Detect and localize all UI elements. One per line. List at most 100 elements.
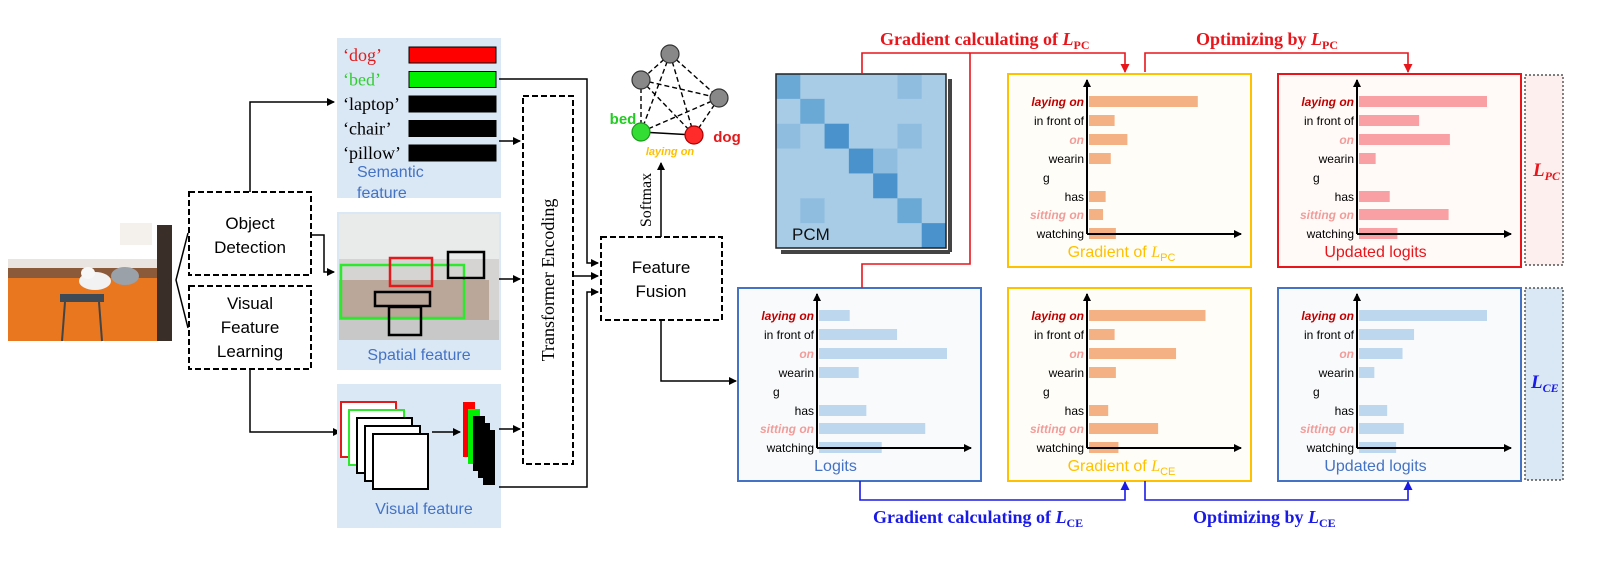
predicate-label: sitting on xyxy=(1300,422,1354,436)
loss-ce-box: LCE xyxy=(1524,287,1564,481)
pcm-cell xyxy=(800,98,826,125)
chart-bar xyxy=(1089,191,1106,202)
pcm-cell xyxy=(921,98,947,125)
opt-pc-arrow-label: Optimizing by LPC xyxy=(1196,29,1338,52)
predicate-label: on xyxy=(1069,133,1084,147)
loss-pc-box: LPC xyxy=(1524,74,1564,266)
predicate-label: laying on xyxy=(1301,309,1354,323)
visual-feature-panel: Visual feature xyxy=(337,384,501,528)
chart-bar xyxy=(1359,405,1388,416)
chart-caption: Gradient of LCE xyxy=(1068,458,1176,478)
predicate-label: watching xyxy=(1036,441,1084,455)
bypass-connectors xyxy=(499,78,599,488)
predicate-label: in front of xyxy=(1304,114,1355,128)
chart-bar xyxy=(819,367,859,378)
chart-bar xyxy=(1089,367,1116,378)
pcm-cell xyxy=(873,74,898,100)
object-detection-label-2: Detection xyxy=(214,238,286,257)
predicate-label: g xyxy=(1313,385,1320,399)
feature-fusion-box: Feature Fusion xyxy=(600,236,723,321)
spatial-caption: Spatial feature xyxy=(367,347,470,364)
chart-bar xyxy=(819,310,850,321)
pcm-cell xyxy=(848,74,874,100)
chart-bar xyxy=(1359,115,1420,126)
loss-ce-L: L xyxy=(1530,372,1543,393)
predicate-label: watching xyxy=(766,441,814,455)
predicate-label: sitting on xyxy=(1300,208,1354,222)
chart-bar xyxy=(1089,153,1111,164)
semantic-embedding-bar xyxy=(408,95,497,113)
semantic-word: ‘bed’ xyxy=(343,70,381,90)
loss-pc-L: L xyxy=(1532,160,1545,181)
pcm-cell xyxy=(897,223,923,249)
predicate-label: in front of xyxy=(1034,114,1085,128)
chart-bar xyxy=(1089,115,1115,126)
pcm-cell xyxy=(776,148,801,174)
ce-arrows xyxy=(859,481,1413,501)
predicate-label: laying on xyxy=(1301,95,1354,109)
predicate-label: g xyxy=(1043,171,1050,185)
chart-bar xyxy=(1089,209,1104,220)
pcm-cell xyxy=(897,123,923,150)
chart-bar xyxy=(1359,348,1403,359)
pc-arrows xyxy=(861,52,1413,288)
opt-ce-arrow-label: Optimizing by LCE xyxy=(1193,507,1336,530)
grad-pc-arrow-label: Gradient calculating of LPC xyxy=(880,29,1090,52)
pcm-cell xyxy=(848,198,874,224)
chart-bar xyxy=(1089,329,1115,340)
pcm-cell xyxy=(897,98,923,125)
graph-node-dog-label: dog xyxy=(713,129,741,146)
semantic-caption-2: feature xyxy=(357,185,407,202)
predicate-label: in front of xyxy=(1034,328,1085,342)
semantic-caption-1: Semantic xyxy=(357,164,424,181)
pcm-cell xyxy=(824,198,850,224)
spatial-feature-panel: Spatial feature xyxy=(337,212,501,370)
fusion-connectors xyxy=(657,162,737,385)
pcm-cell xyxy=(800,223,826,249)
pcm-cell xyxy=(824,98,850,125)
pcm-cell xyxy=(921,123,947,150)
semantic-feature-panel: ‘dog’‘bed’‘laptop’‘chair’‘pillow’ Semant… xyxy=(337,38,501,202)
predicate-label: wearin xyxy=(1048,366,1084,380)
transformer-encoding-box: Transformer Encoding xyxy=(522,95,574,465)
loss-pc-sub: PC xyxy=(1545,169,1561,183)
chart-bar xyxy=(1359,329,1415,340)
chart-bar xyxy=(819,405,867,416)
loss-ce-sub: CE xyxy=(1543,381,1559,395)
predicate-label: has xyxy=(1065,404,1084,418)
fusion-label-1: Feature xyxy=(632,258,691,277)
chart-caption: Gradient of LPC xyxy=(1068,244,1176,264)
chart-bar xyxy=(1089,96,1198,107)
pcm-cell xyxy=(873,198,898,224)
chart-bar xyxy=(1089,134,1128,145)
chart-bar xyxy=(1089,348,1177,359)
bbox-chair xyxy=(446,250,486,280)
pcm-cell xyxy=(800,123,826,150)
predicate-label: has xyxy=(1335,190,1354,204)
chart-caption: Updated logits xyxy=(1324,244,1426,261)
predicate-label: on xyxy=(1339,347,1354,361)
bbox-pillow xyxy=(387,305,423,337)
pcm-cell xyxy=(921,223,947,249)
bbox-dog xyxy=(388,256,434,288)
pcm-cell xyxy=(824,74,850,100)
vfl-label-2: Feature xyxy=(221,318,280,337)
pcm-cell xyxy=(873,98,898,125)
predicate-label: g xyxy=(773,385,780,399)
predicate-label: in front of xyxy=(764,328,815,342)
predicate-label: g xyxy=(1313,171,1320,185)
pcm-cell xyxy=(776,98,801,125)
pcm-cell xyxy=(848,148,874,174)
pcm-cell xyxy=(824,173,850,199)
pcm-cell xyxy=(824,148,850,174)
object-detection-label-1: Object xyxy=(225,214,274,233)
pcm-cell xyxy=(776,173,801,199)
chart-bar xyxy=(1359,310,1487,321)
vfl-label-1: Visual xyxy=(227,294,273,313)
pcm-cell xyxy=(921,198,947,224)
bbox-bed xyxy=(339,263,466,320)
predicate-label: on xyxy=(799,347,814,361)
chart-bar xyxy=(1359,209,1449,220)
